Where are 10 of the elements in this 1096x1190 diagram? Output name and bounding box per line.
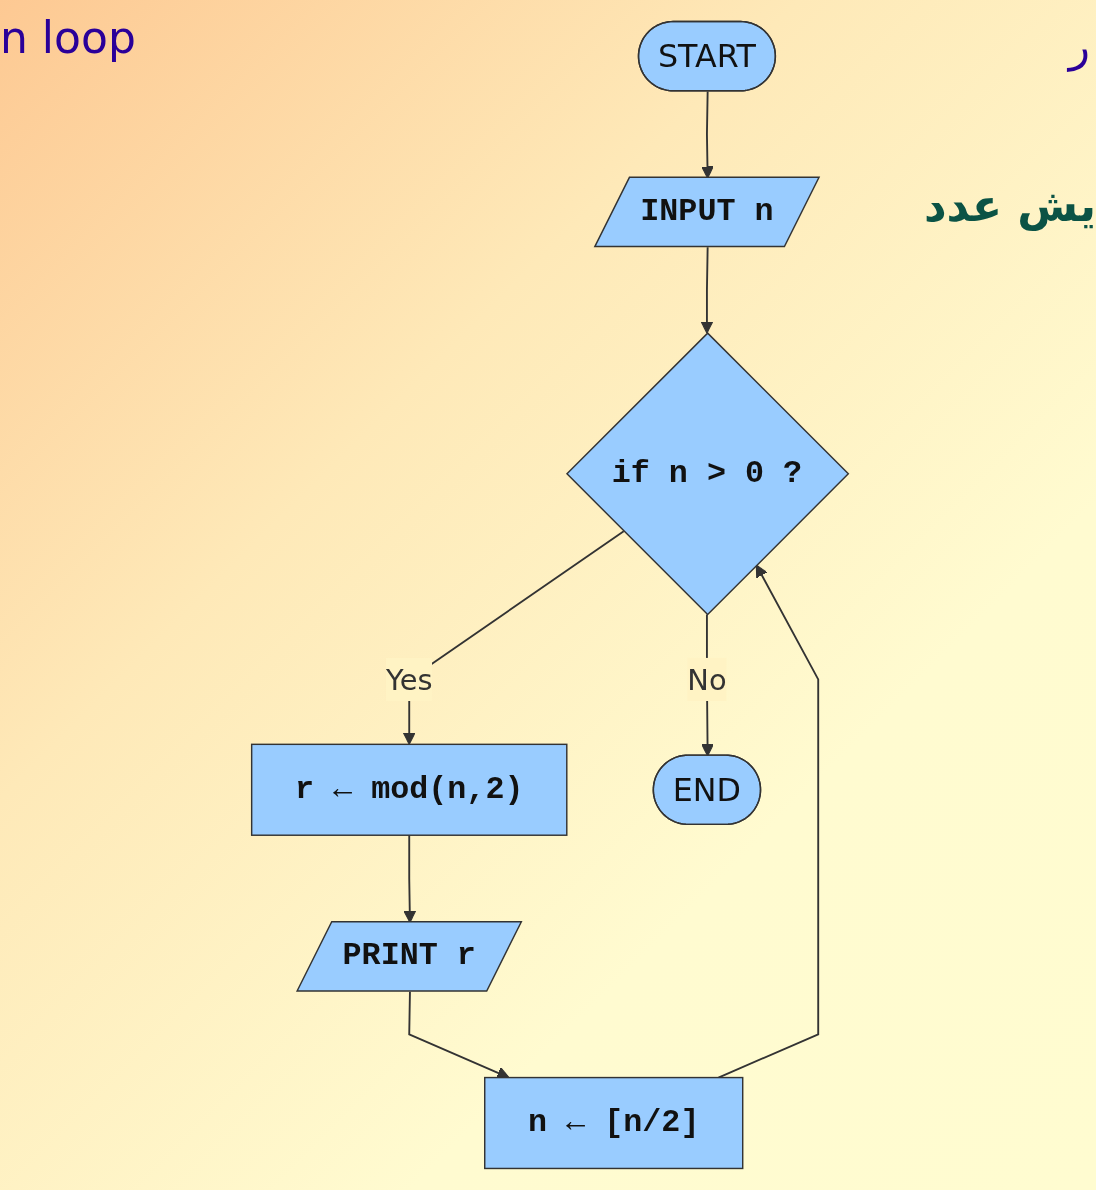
node-box: r ← mod(n,2) [250, 743, 568, 836]
heading-text: ر [1068, 20, 1090, 71]
node-box: n ← [n/2] [484, 1076, 744, 1170]
arrow [700, 246, 714, 334]
node-diamond: if n > 0 ? [565, 332, 850, 616]
heading-text: یش عدد [923, 180, 1096, 231]
edge-label: Yes [385, 662, 433, 697]
heading-text: n loop [0, 12, 136, 63]
edge-label: No [687, 662, 727, 697]
arrow [717, 564, 820, 1079]
